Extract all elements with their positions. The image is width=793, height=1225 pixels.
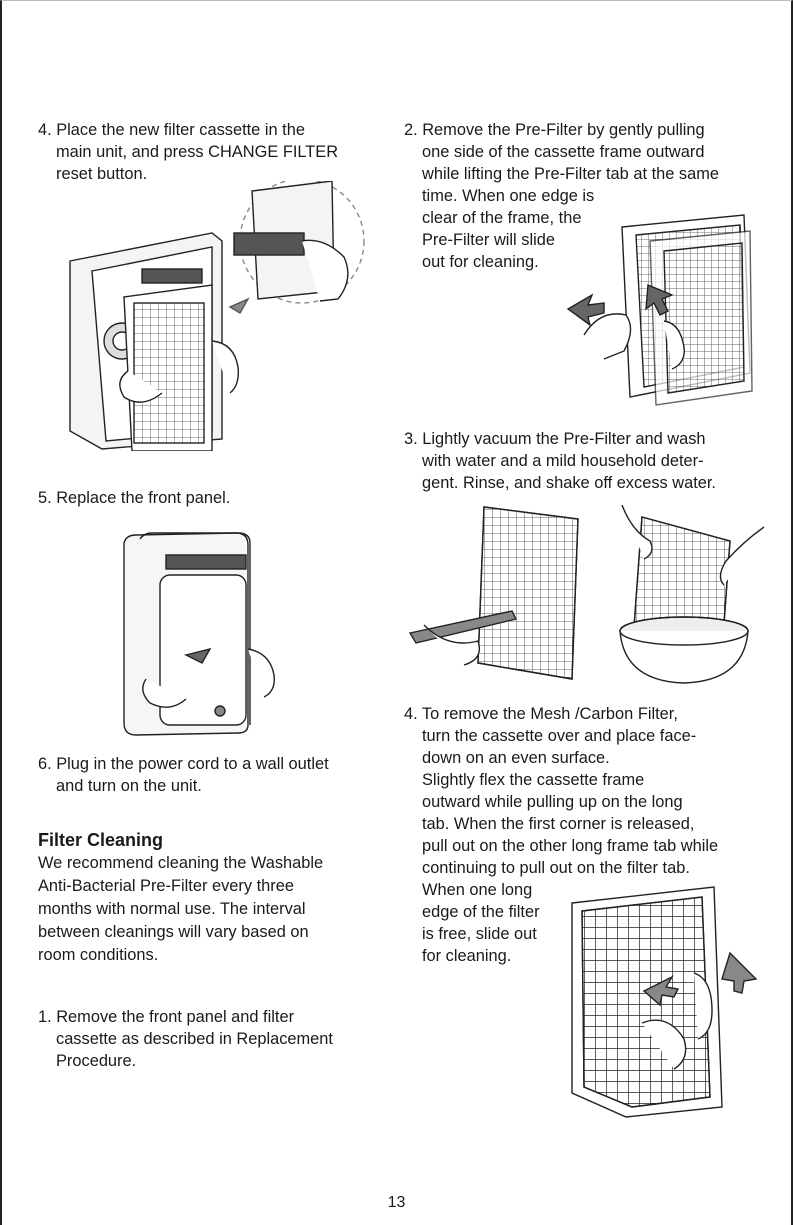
step-5-replace-panel: 5. Replace the front panel.: [38, 487, 230, 509]
page-number: 13: [387, 1194, 406, 1211]
step-1-remove-front-panel: 1. Remove the front panel and filter cas…: [38, 1006, 333, 1072]
paragraph-line: We recommend cleaning the Washable: [38, 854, 324, 872]
step-line: 6. Plug in the power cord to a wall outl…: [38, 755, 329, 773]
illustration-insert-cassette: [62, 181, 372, 451]
step-4-remove-mesh-filter: 4. To remove the Mesh /Carbon Filter, tu…: [404, 703, 718, 967]
illustration-vacuum-and-wash: [404, 501, 774, 691]
step-line: 1. Remove the front panel and filter: [38, 1008, 295, 1026]
step-line: out for cleaning.: [422, 253, 539, 271]
step-line: 5. Replace the front panel.: [38, 489, 231, 507]
step-line: reset button.: [56, 165, 148, 183]
step-line: down on an even surface.: [422, 749, 610, 767]
paragraph-line: Anti-Bacterial Pre-Filter every three: [38, 877, 294, 895]
step-line: while lifting the Pre-Filter tab at the …: [422, 165, 719, 183]
step-line: turn the cassette over and place face-: [422, 727, 697, 745]
step-line: gent. Rinse, and shake off excess water.: [422, 474, 716, 492]
step-line: 4. Place the new filter cassette in the: [38, 121, 305, 139]
step-line: for cleaning.: [422, 947, 512, 965]
step-line: When one long: [422, 881, 533, 899]
paragraph-line: months with normal use. The interval: [38, 900, 306, 918]
step-line: edge of the filter: [422, 903, 540, 921]
step-line: pull out on the other long frame tab whi…: [422, 837, 719, 855]
illustration-mesh-filter-removal: [562, 883, 762, 1118]
step-line: one side of the cassette frame outward: [422, 143, 705, 161]
step-line: Slightly flex the cassette frame: [422, 771, 645, 789]
step-line: 2. Remove the Pre-Filter by gently pulli…: [404, 121, 705, 139]
paragraph-line: between cleanings will vary based on: [38, 923, 309, 941]
step-3-vacuum-wash: 3. Lightly vacuum the Pre-Filter and was…: [404, 428, 716, 494]
step-line: time. When one edge is: [422, 187, 595, 205]
step-line: Pre-Filter will slide: [422, 231, 555, 249]
illustration-prefilter-removal: [564, 211, 764, 411]
step-line: main unit, and press CHANGE FILTER: [56, 143, 339, 161]
step-line: continuing to pull out on the filter tab…: [422, 859, 690, 877]
step-4-place-cassette: 4. Place the new filter cassette in the …: [38, 119, 338, 185]
step-line: is free, slide out: [422, 925, 537, 943]
step-line: and turn on the unit.: [56, 777, 202, 795]
step-line: 4. To remove the Mesh /Carbon Filter,: [404, 705, 678, 723]
step-line: with water and a mild household deter-: [422, 452, 704, 470]
filter-cleaning-paragraph: We recommend cleaning the Washable Anti-…: [38, 852, 323, 967]
step-line: outward while pulling up on the long: [422, 793, 683, 811]
paragraph-line: room conditions.: [38, 946, 159, 964]
illustration-front-panel: [110, 529, 310, 739]
step-2-remove-prefilter: 2. Remove the Pre-Filter by gently pulli…: [404, 119, 719, 273]
step-line: Procedure.: [56, 1052, 137, 1070]
filter-cleaning-heading: Filter Cleaning: [38, 830, 164, 850]
step-line: clear of the frame, the: [422, 209, 582, 227]
step-6-plug-in: 6. Plug in the power cord to a wall outl…: [38, 753, 329, 797]
step-line: cassette as described in Replacement: [56, 1030, 333, 1048]
step-line: tab. When the first corner is released,: [422, 815, 695, 833]
step-line: 3. Lightly vacuum the Pre-Filter and was…: [404, 430, 706, 448]
